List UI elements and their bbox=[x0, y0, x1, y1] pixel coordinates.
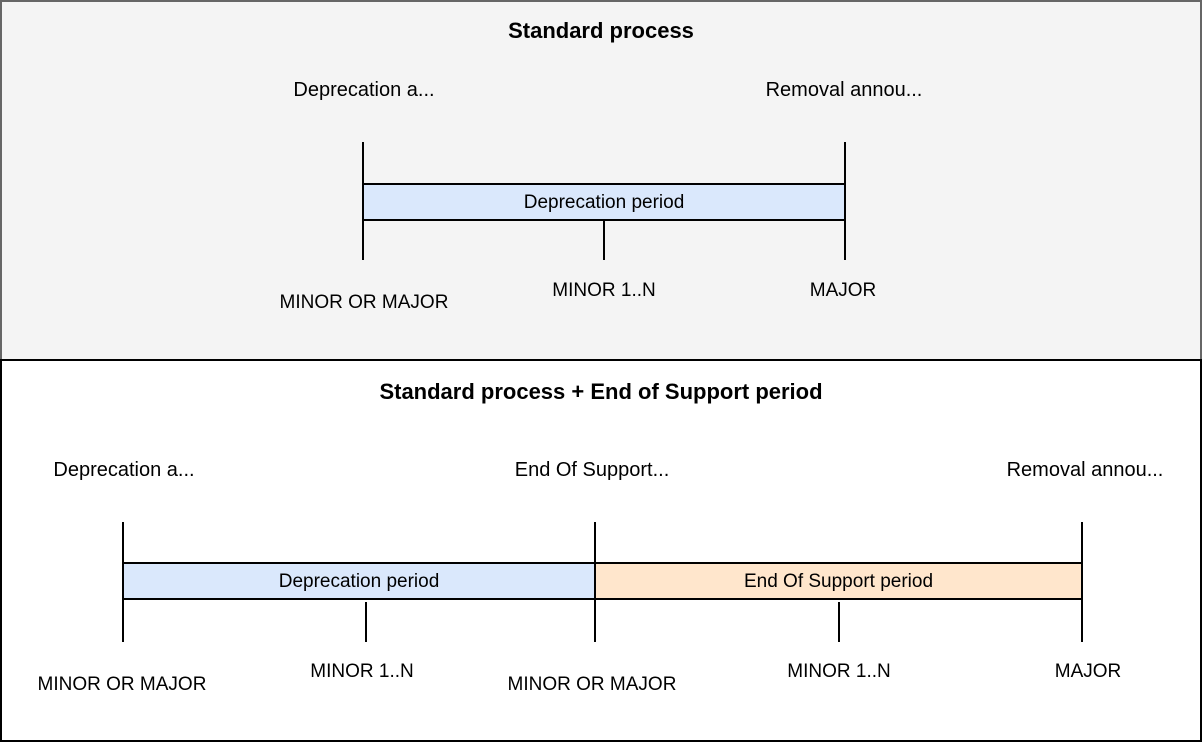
milestone-minor-or-major-1: MINOR OR MAJOR bbox=[37, 674, 207, 695]
milestone-minor-1-n-1: MINOR 1..N bbox=[310, 661, 414, 682]
milestone-minor-or-major-2: MINOR OR MAJOR bbox=[507, 674, 677, 695]
end-of-support-period-bar: End Of Support period bbox=[594, 562, 1083, 600]
deprecation-period-bar: Deprecation period bbox=[122, 562, 596, 600]
end-of-support-period-bar-label: End Of Support period bbox=[743, 570, 934, 592]
deprecation-announcement-label: Deprecation a... bbox=[293, 79, 435, 101]
milestone-major: MAJOR bbox=[1054, 661, 1122, 682]
deprecation-period-bar: Deprecation period bbox=[362, 183, 846, 221]
end-of-support-announcement-label: End Of Support... bbox=[514, 459, 670, 481]
deprecation-announcement-label: Deprecation a... bbox=[53, 459, 195, 481]
tick-line-middle-eos bbox=[838, 602, 840, 642]
standard-process-title: Standard process bbox=[508, 18, 694, 43]
deprecation-period-bar-label: Deprecation period bbox=[278, 570, 440, 592]
milestone-minor-1-n-2: MINOR 1..N bbox=[787, 661, 891, 682]
standard-process-eos-panel: Standard process + End of Support period… bbox=[0, 359, 1202, 742]
removal-announcement-label: Removal annou... bbox=[1006, 459, 1164, 481]
milestone-major: MAJOR bbox=[809, 280, 877, 301]
milestone-minor-or-major: MINOR OR MAJOR bbox=[279, 292, 449, 313]
tick-line-middle bbox=[603, 221, 605, 260]
milestone-minor-1-n: MINOR 1..N bbox=[552, 280, 656, 301]
standard-process-panel: Standard process Deprecation a... Remova… bbox=[0, 0, 1202, 361]
removal-announcement-label: Removal annou... bbox=[765, 79, 923, 101]
standard-process-eos-title: Standard process + End of Support period bbox=[379, 379, 823, 404]
deprecation-period-bar-label: Deprecation period bbox=[523, 191, 685, 213]
tick-line-middle-deprecation bbox=[365, 602, 367, 642]
